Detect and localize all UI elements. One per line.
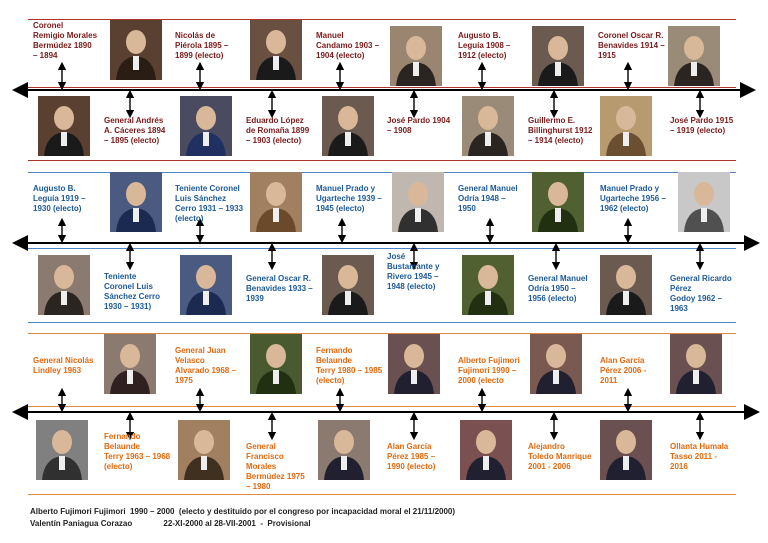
portrait-image bbox=[462, 96, 514, 156]
portrait-image bbox=[322, 96, 374, 156]
portrait-image bbox=[110, 20, 162, 80]
band3-top-label-1: General Nicolás Lindley 1963 bbox=[33, 356, 94, 375]
band2-top-line bbox=[28, 172, 736, 173]
portrait-image bbox=[250, 334, 302, 394]
band2-bottom-label-3: José Bustamante y Rivero 1945 – 1948 (el… bbox=[387, 252, 440, 291]
band2-bottom-label-5: General Ricardo Pérez Godoy 1962 – 1963 bbox=[670, 274, 732, 313]
band2-bottom-label-1: Teniente Coronel Luis Sánchez Cerro 1930… bbox=[104, 272, 161, 311]
band3-bottom-label-4: Alejandro Toledo Manrique 2001 - 2006 bbox=[528, 442, 592, 471]
portrait-image bbox=[318, 420, 370, 480]
portrait-image bbox=[530, 334, 582, 394]
band3-bottom-label-5: Ollanta Humala Tasso 2011 - 2016 bbox=[670, 442, 729, 471]
band1-bottom-label-1: General Andrés A. Cáceres 1894 – 1895 (e… bbox=[104, 116, 166, 145]
portrait-image bbox=[392, 172, 444, 232]
portrait-image bbox=[600, 255, 652, 315]
band3-top-label-4: Alberto Fujimori Fujimori 1990 – 2000 (e… bbox=[458, 356, 520, 385]
band2-top-label-3: Manuel Prado y Ugarteche 1939 – 1945 (el… bbox=[316, 184, 382, 213]
band1-bottom-label-2: Eduardo López de Romaña 1899 – 1903 (ele… bbox=[246, 116, 310, 145]
band1-top-label-5: Coronel Oscar R. Benavides 1914 – 1915 bbox=[598, 31, 665, 60]
portrait-image bbox=[532, 172, 584, 232]
band3-bottom-line bbox=[28, 494, 736, 495]
portrait-image bbox=[322, 255, 374, 315]
portrait-image bbox=[250, 172, 302, 232]
band1-top-label-4: Augusto B. Leguía 1908 – 1912 (electo) bbox=[458, 31, 511, 60]
band2-bottom-line bbox=[28, 322, 736, 323]
band1-bottom-line bbox=[28, 160, 736, 161]
band2-top-label-5: Manuel Prado y Ugarteche 1956 – 1962 (el… bbox=[600, 184, 666, 213]
band3-bottom-label-3: Alan García Pérez 1985 – 1990 (electo) bbox=[387, 442, 436, 471]
portrait-image bbox=[532, 26, 584, 86]
portrait-image bbox=[178, 420, 230, 480]
band2-top-label-2: Teniente Coronel Luis Sánchez Cerro 1931… bbox=[175, 184, 244, 223]
band2-bottom-label-2: General Oscar R. Benavides 1933 – 1939 bbox=[246, 274, 313, 303]
band1-top-label-2: Nicolás de Piérola 1895 – 1899 (electo) bbox=[175, 31, 229, 60]
portrait-image bbox=[388, 334, 440, 394]
footer-note-1: Alberto Fujimori Fujimori 1990 – 2000 (e… bbox=[30, 507, 456, 516]
band3-top-label-2: General Juan Velasco Alvarado 1968 – 197… bbox=[175, 346, 236, 385]
band2-top-label-1: Augusto B. Leguía 1919 – 1930 (electo) bbox=[33, 184, 86, 213]
portrait-image bbox=[38, 96, 90, 156]
portrait-image bbox=[104, 334, 156, 394]
band3-top-label-5: Alan García Pérez 2006 - 2011 bbox=[600, 356, 647, 385]
band3-top-label-3: Fernando Belaunde Terry 1980 – 1985 (ele… bbox=[316, 346, 383, 385]
band3-bottom-label-1: Fernando Belaunde Terry 1963 – 1968 (ele… bbox=[104, 432, 171, 471]
portrait-image bbox=[250, 20, 302, 80]
portrait-image bbox=[180, 255, 232, 315]
band3-top-line bbox=[28, 333, 736, 334]
footer-note-2: Valentín Paniagua Corazao 22-XI-2000 al … bbox=[30, 519, 311, 528]
band2-top-label-4: General Manuel Odría 1948 – 1950 bbox=[458, 184, 518, 213]
portrait-image bbox=[670, 334, 722, 394]
portrait-image bbox=[36, 420, 88, 480]
band1-bottom-label-5: José Pardo 1915 – 1919 (electo) bbox=[670, 116, 734, 135]
band1-bottom-label-3: José Pardo 1904 – 1908 bbox=[387, 116, 451, 135]
band1-top-label-3: Manuel Candamo 1903 – 1904 (electo) bbox=[316, 31, 380, 60]
portrait-image bbox=[600, 420, 652, 480]
portrait-image bbox=[110, 172, 162, 232]
portrait-image bbox=[38, 255, 90, 315]
portrait-image bbox=[678, 172, 730, 232]
portrait-image bbox=[390, 26, 442, 86]
band1-bottom-label-4: Guillermo E. Billinghurst 1912 – 1914 (e… bbox=[528, 116, 593, 145]
portrait-image bbox=[600, 96, 652, 156]
portrait-image bbox=[462, 255, 514, 315]
band1-top-label-1: Coronel Remigio Morales Bermúdez 1890 – … bbox=[33, 21, 98, 60]
portrait-image bbox=[668, 26, 720, 86]
band2-bottom-label-4: General Manuel Odría 1950 – 1956 (electo… bbox=[528, 274, 588, 303]
portrait-image bbox=[180, 96, 232, 156]
portrait-image bbox=[460, 420, 512, 480]
band3-bottom-label-2: General Francisco Morales Bermúdez 1975 … bbox=[246, 442, 305, 491]
band1-top-line bbox=[28, 19, 736, 20]
